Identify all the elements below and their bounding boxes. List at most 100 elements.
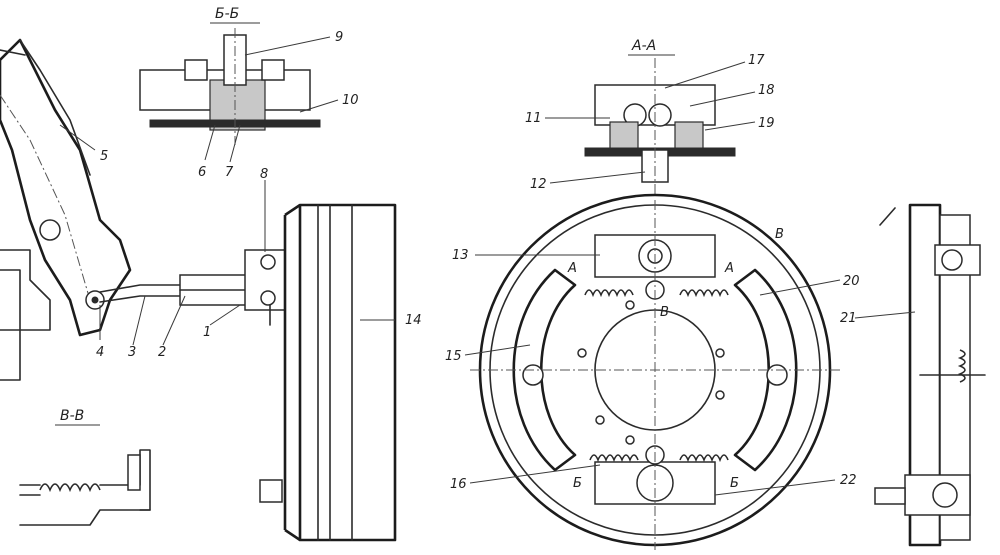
pedal-lever-group [0,38,132,381]
marker-a-right: А [724,261,734,276]
return-spring-bottom-right [679,454,729,463]
aa-piston-right [674,121,704,153]
return-spring-bottom-left [589,454,639,463]
side-arrow [879,207,896,226]
lever-base [0,269,21,381]
aa-ball-right [648,103,672,127]
part-labels: 5 4 3 2 1 8 9 10 6 7 17 18 19 11 12 13 1… [96,30,860,492]
bolt-hole-3 [715,348,725,358]
lever-top-edge [0,49,26,56]
marker-b-left: Б [573,476,582,491]
label-8: 8 [260,167,268,182]
label-6: 6 [198,165,206,180]
vv-pin [127,454,141,491]
brake-shoe-right [733,268,798,472]
label-12: 12 [530,177,547,192]
leader-16 [469,464,601,484]
marker-v-top: В [775,227,784,242]
leader-5 [59,124,96,151]
bracket-bolt-bottom [260,290,276,306]
leader-6 [204,124,216,161]
drum-outline [298,203,397,542]
section-aa-title: А-А [631,38,656,54]
leader-20 [759,279,841,296]
leader-lines [59,36,916,496]
lever-bracket [0,249,51,331]
leader-2 [162,295,186,346]
label-20: 20 [843,274,860,289]
marker-b-right: Б [730,476,739,491]
lever-pin-center [91,296,99,304]
bolt-hole-4 [715,390,725,400]
side-cylinder-bottom-port [932,482,958,508]
label-14: 14 [405,313,422,328]
section-vv-view: В-В [19,408,151,526]
marker-a-left: А [567,261,577,276]
side-section-view [874,203,986,547]
label-4: 4 [96,345,104,360]
vv-shoe-web [99,449,151,511]
label-22: 22 [840,473,857,488]
eccentric-right [766,364,788,386]
brake-drum-side [259,203,397,542]
label-13: 13 [452,248,469,263]
label-18: 18 [758,83,775,98]
label-5: 5 [100,149,108,164]
side-cylinder-top-port [941,249,963,271]
leader-1 [209,304,241,326]
lever-pivot [39,219,61,241]
label-9: 9 [335,30,343,45]
leader-10 [299,99,339,113]
vv-backplate [19,509,151,526]
lever-centerline [0,94,91,301]
leader-12 [549,171,646,184]
bolt-hole-2 [595,415,605,425]
bracket-bolt-top [260,254,276,270]
side-spring [957,349,966,383]
marker-v-mid: В [660,305,669,320]
label-10: 10 [342,93,359,108]
side-fitting [874,487,906,505]
bolt-hole-5 [625,435,635,445]
label-21: 21 [840,311,857,326]
label-7: 7 [225,165,234,180]
drum-flange [283,203,301,542]
section-bb-title: Б-Б [215,6,239,22]
section-vv-title: В-В [60,408,84,424]
leader-21 [854,311,916,319]
label-1: 1 [203,325,211,340]
section-bb-view: Б-Б [139,6,321,145]
brake-face-view [470,193,840,550]
vv-hook [19,484,41,496]
label-16: 16 [450,477,467,492]
leader-9 [244,36,331,56]
return-spring-top-right [679,289,729,298]
bolt-hole-1 [577,348,587,358]
eccentric-left [522,364,544,386]
label-11: 11 [525,111,542,126]
section-aa-view: А-А [584,38,736,195]
label-3: 3 [128,345,136,360]
lever-inner-edge [19,39,91,176]
brake-rod-lower [99,295,186,303]
leader-15 [464,344,531,356]
section-markers: А А В В Б Б [567,227,784,491]
leader-7 [229,124,241,163]
aa-piston-left [609,121,639,153]
bolt-hole-6 [625,300,635,310]
vv-spring [39,483,101,493]
leader-19 [704,121,756,131]
label-2: 2 [158,345,166,360]
return-spring-top-left [584,289,634,298]
brake-rod-group [99,249,286,326]
brake-shoe-left [512,268,577,472]
bb-bolt-left [184,59,208,81]
brake-rod-upper [99,284,186,293]
leader-17 [664,61,746,89]
label-17: 17 [748,53,765,68]
leader-3 [132,295,146,346]
leader-18 [689,91,756,107]
bb-bolt-right [261,59,285,81]
